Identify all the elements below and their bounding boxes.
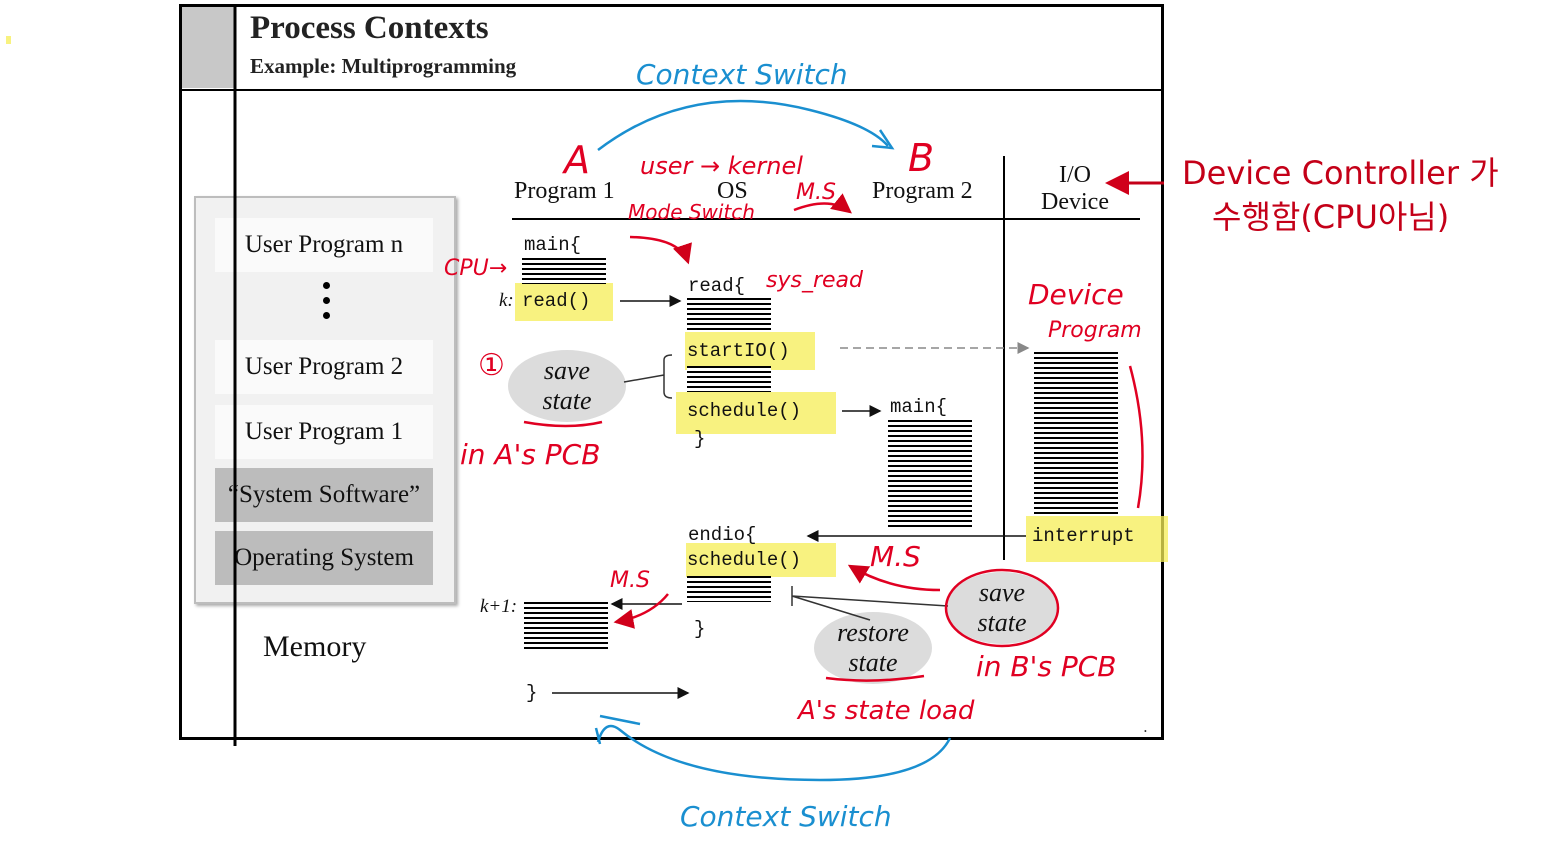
bubble-text: save	[543, 356, 591, 385]
slide-subtitle: Example: Multiprogramming	[250, 54, 517, 78]
annotation-a: A	[564, 138, 590, 182]
arrow-mode-switch	[629, 235, 692, 265]
annotation-mode-switch: Mode Switch	[628, 200, 755, 224]
column-program1: Program 1	[514, 178, 615, 204]
annotation-context-switch-bottom: Context Switch	[680, 800, 892, 833]
slide-page-marker: •	[1144, 727, 1147, 736]
mem-block-user-program-1: User Program 1	[215, 405, 433, 459]
code-main1: main{	[524, 234, 582, 256]
arc-context-switch-bottom	[596, 724, 952, 782]
mem-block-label: User Program 2	[244, 353, 404, 380]
annotation-in-as-pcb: in A's PCB	[460, 438, 601, 471]
stack-program1-top	[522, 258, 606, 284]
memory-label: Memory	[263, 630, 367, 663]
arrow-ms3	[613, 593, 669, 629]
column-program2: Program 2	[872, 178, 973, 204]
brace-save1	[623, 354, 673, 399]
mem-block-user-program-n: User Program n	[215, 218, 433, 272]
mem-block-label: “System Software”	[227, 481, 421, 508]
highlight-schedule1	[676, 392, 836, 434]
bubble-save-state-2: save state	[946, 572, 1058, 644]
annotation-ms2: M.S	[870, 540, 921, 573]
circle-save2	[944, 568, 1060, 648]
bubble-text: restore	[837, 618, 909, 647]
annotation-device: Device	[1028, 278, 1124, 311]
arc-context-switch-top	[597, 99, 889, 151]
mem-block-user-program-2: User Program 2	[215, 340, 433, 394]
code-schedule2: schedule()	[687, 549, 802, 571]
annotation-circle-one: ①	[478, 348, 505, 383]
code-close1: }	[694, 428, 706, 450]
brace-save2	[791, 586, 949, 621]
mem-block-operating-system: Operating System	[215, 531, 433, 585]
code-startio: startIO()	[687, 340, 790, 362]
annotation-cpu: CPU→	[444, 256, 508, 281]
underline-save1	[523, 420, 603, 428]
stack-os-mid	[687, 366, 771, 392]
code-schedule1: schedule()	[687, 400, 802, 422]
vertical-ellipsis-icon	[318, 282, 334, 324]
code-read-def: read{	[688, 275, 746, 297]
arrowhead-context-top	[871, 129, 895, 150]
column-io-line2: Device	[1041, 189, 1109, 215]
bracket-device	[1128, 365, 1144, 509]
annotation-context-switch-top: Context Switch	[636, 58, 848, 91]
mem-block-system-software: “System Software”	[215, 468, 433, 522]
annotation-program: Program	[1048, 318, 1142, 343]
highlight-mark	[6, 36, 11, 44]
bubble-text: state	[977, 608, 1027, 637]
bubble-text: save	[978, 578, 1026, 607]
bubble-restore-state: restore state	[814, 612, 932, 684]
note-device-controller-line1: Device Controller 가	[1182, 154, 1499, 192]
stack-program1-bottom	[524, 602, 608, 652]
annotation-user-kernel: user → kernel	[640, 152, 803, 180]
slide-title: Process Contexts	[250, 10, 489, 46]
annotation-in-bs-pcb: in B's PCB	[976, 650, 1117, 683]
note-device-controller-line2: 수행함(CPU아님)	[1212, 198, 1450, 236]
annotation-ms3: M.S	[610, 568, 650, 593]
mem-block-label: User Program n	[244, 231, 404, 258]
bubble-save-state-1: save state	[508, 350, 626, 422]
bubble-text: state	[542, 386, 592, 415]
code-main2: main{	[890, 396, 948, 418]
code-close2: }	[694, 618, 706, 640]
slide-frame	[179, 4, 1164, 740]
code-k1-label: k+1:	[480, 596, 518, 617]
mem-block-label: Operating System	[234, 544, 414, 571]
stack-program2	[888, 420, 972, 530]
bubble-text: state	[848, 648, 898, 677]
arrow-ms2	[847, 564, 941, 592]
stack-os-read	[687, 298, 771, 332]
code-close3: }	[526, 682, 538, 704]
highlight-schedule2	[686, 543, 836, 577]
annotation-b: B	[908, 136, 935, 180]
code-interrupt: interrupt	[1032, 525, 1135, 547]
mem-block-label: User Program 1	[244, 418, 404, 445]
underline-restore	[825, 674, 925, 682]
annotation-ms1: M.S	[796, 180, 836, 205]
code-endio: endio{	[688, 524, 757, 546]
column-io: I/O Device	[1036, 162, 1114, 216]
code-read-call: read()	[522, 290, 591, 312]
stack-device-program	[1034, 352, 1118, 514]
highlight-interrupt	[1026, 516, 1168, 562]
arrowhead-context-bottom	[594, 714, 641, 745]
arrow-ms1	[793, 193, 852, 214]
annotation-as-state-load: A's state load	[798, 696, 975, 726]
annotation-sys-read: sys_read	[766, 268, 863, 293]
code-k-label: k:	[499, 290, 514, 311]
column-io-line1: I/O	[1059, 162, 1091, 188]
slide-corner-block	[182, 7, 235, 88]
stack-os-endio	[687, 576, 771, 602]
column-os: OS	[717, 178, 748, 204]
highlight-read	[515, 283, 613, 321]
highlight-startio	[685, 332, 815, 370]
